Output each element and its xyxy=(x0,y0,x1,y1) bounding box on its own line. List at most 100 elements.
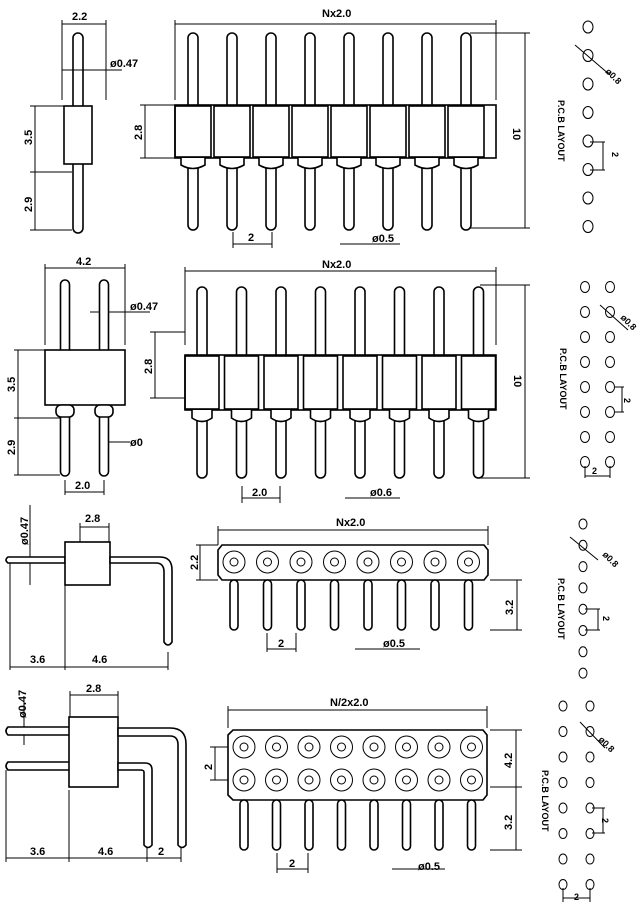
dim-label: ø0.8 xyxy=(604,66,624,86)
contact-outer xyxy=(297,735,321,759)
dim-label: 2 xyxy=(622,398,632,403)
pin-sleeve xyxy=(447,105,485,158)
pcb-hole xyxy=(578,582,588,594)
contact-outer xyxy=(395,735,418,759)
pin-sleeve xyxy=(421,355,457,410)
pcb-layout-label: P.C.B LAYOUT xyxy=(556,578,566,640)
dim-label: 2 xyxy=(610,152,620,157)
pin-sleeve xyxy=(223,355,260,410)
contact-outer xyxy=(265,735,288,759)
pcb-hole xyxy=(580,431,590,443)
dim-label: 2.8 xyxy=(143,359,155,374)
dim-label: 2 xyxy=(601,616,611,621)
pin-sleeve xyxy=(174,105,212,158)
body-side xyxy=(68,716,119,788)
pcb-hole xyxy=(582,220,594,233)
pin xyxy=(239,799,249,851)
pcb-hole xyxy=(580,406,590,418)
dim-label: ø0.8 xyxy=(597,734,617,754)
dim-label: 3.6 xyxy=(30,654,45,666)
contact-outer xyxy=(356,550,380,574)
contact-hole xyxy=(304,775,314,785)
dim-label: Nx2.0 xyxy=(322,8,351,20)
body-side xyxy=(44,349,126,406)
pin-collar xyxy=(375,158,401,170)
contact-outer xyxy=(362,735,386,759)
dim-label: 2.2 xyxy=(72,11,87,23)
pin xyxy=(434,799,444,851)
pin xyxy=(396,579,407,631)
contact-hole xyxy=(434,742,444,752)
contact-hole xyxy=(337,742,346,752)
contact-outer xyxy=(232,768,256,792)
pin-collar xyxy=(453,158,479,170)
pin xyxy=(336,799,347,851)
pin xyxy=(271,799,282,851)
contact-outer xyxy=(427,735,451,759)
pcb-hole xyxy=(582,191,594,205)
pin xyxy=(463,579,474,631)
contact-hole xyxy=(239,775,249,785)
contact-outer xyxy=(265,768,288,792)
pcb-layout-label: P.C.B LAYOUT xyxy=(540,770,550,832)
contact-outer xyxy=(232,735,256,759)
pin xyxy=(329,579,340,631)
pcb-hole xyxy=(578,646,588,658)
pin xyxy=(363,579,373,631)
pin-collar xyxy=(297,158,323,170)
dim-label: 2 xyxy=(574,892,579,902)
dim-label: ø0.8 xyxy=(601,549,621,569)
contact-hole xyxy=(263,557,272,567)
dim-label: ø0.6 xyxy=(370,487,392,499)
pin-collar xyxy=(180,158,206,170)
contact-hole xyxy=(272,742,281,752)
pcb-hole xyxy=(605,306,615,318)
pcb-hole xyxy=(605,331,615,343)
dim-label: 3.5 xyxy=(6,377,18,392)
pin-collar xyxy=(388,410,411,423)
contact-outer xyxy=(362,768,386,792)
dim-label: 2 xyxy=(278,638,284,650)
collar-side xyxy=(94,404,114,418)
pin-sleeve xyxy=(263,355,299,410)
dim-label: 4.2 xyxy=(76,256,91,268)
pin xyxy=(229,579,239,631)
pins-and-holes xyxy=(5,20,629,902)
body-side-1 xyxy=(63,105,93,165)
pin-sleeve xyxy=(381,355,418,410)
dim-label: N/2x2.0 xyxy=(330,697,369,709)
contact-outer xyxy=(323,550,346,574)
pin-sleeve xyxy=(342,355,378,410)
dim-label: 3.5 xyxy=(23,130,35,145)
pcb-hole xyxy=(580,281,590,293)
pcb-hole xyxy=(558,700,568,712)
dim-label: Nx2.0 xyxy=(322,259,351,271)
pcb-hole xyxy=(558,802,568,814)
pin-collar xyxy=(349,410,371,423)
pin-collar xyxy=(270,410,292,423)
pcb-hole xyxy=(558,777,568,788)
pin xyxy=(401,799,412,851)
dim-label: 2 xyxy=(158,846,164,858)
pin xyxy=(262,579,273,631)
contact-hole xyxy=(402,742,411,752)
dim-label: 2.8 xyxy=(133,125,145,140)
contact-outer xyxy=(423,550,447,574)
dim-label: ø0.47 xyxy=(130,301,158,313)
dim-label: 2.0 xyxy=(252,487,267,499)
pin-sleeve xyxy=(252,105,290,158)
dim-label: 2.9 xyxy=(6,440,18,455)
pin-front xyxy=(5,556,66,564)
dim-label: ø0.5 xyxy=(418,861,440,873)
dim-label: Nx2.0 xyxy=(336,517,365,529)
contact-hole xyxy=(430,557,440,567)
dim-label: 10 xyxy=(511,375,523,387)
dimension-labels: 2.2 ø0.47 3.5 2.9 Nx2.0 2.8 10 2 ø0.5 ø0… xyxy=(6,8,638,902)
dim-label: 2.2 xyxy=(189,555,201,570)
contact-hole xyxy=(402,775,411,785)
contact-outer xyxy=(427,768,451,792)
contact-hole xyxy=(434,775,444,785)
pin xyxy=(430,579,440,631)
dim-label: 2 xyxy=(600,818,610,823)
